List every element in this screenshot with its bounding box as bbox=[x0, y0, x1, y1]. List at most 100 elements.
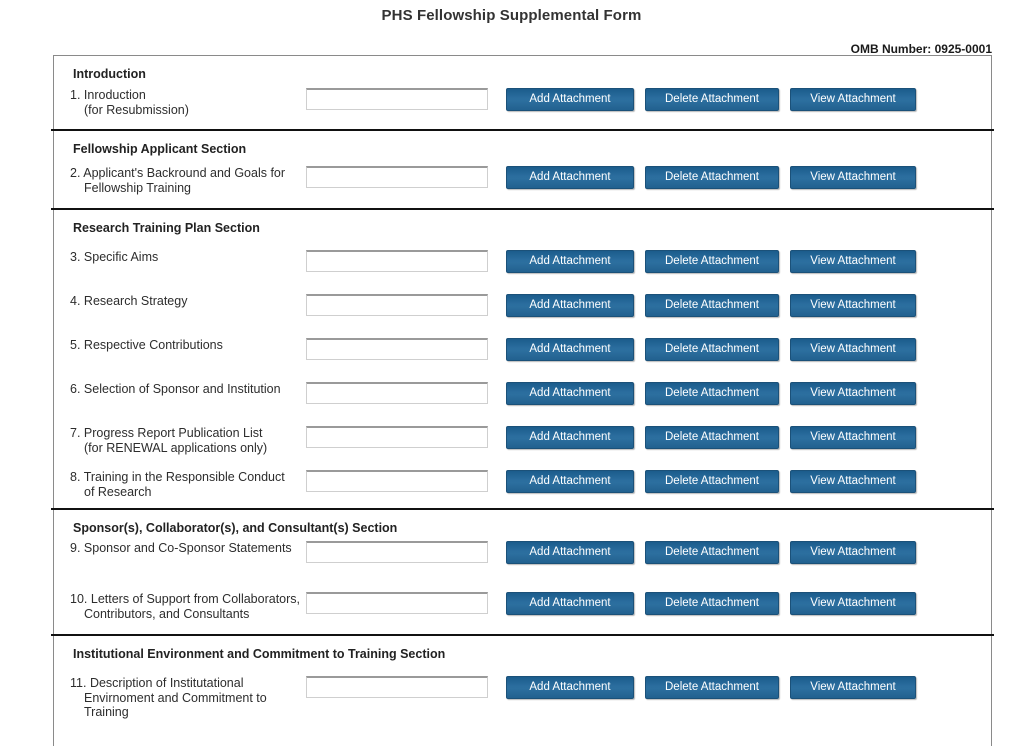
add-attachment-button[interactable]: Add Attachment bbox=[506, 426, 634, 449]
row-label: 6. Selection of Sponsor and Institution bbox=[54, 382, 306, 397]
attachment-filename-input[interactable] bbox=[306, 592, 488, 614]
add-attachment-button[interactable]: Add Attachment bbox=[506, 676, 634, 699]
delete-attachment-button[interactable]: Delete Attachment bbox=[645, 294, 779, 317]
row-label: 10. Letters of Support from Collaborator… bbox=[54, 592, 306, 621]
row-label-line1: Inroduction bbox=[83, 88, 146, 102]
row-label-line1: Respective Contributions bbox=[83, 338, 223, 352]
attachment-filename-input[interactable] bbox=[306, 676, 488, 698]
add-attachment-button[interactable]: Add Attachment bbox=[506, 294, 634, 317]
attachment-field-cell bbox=[306, 294, 506, 316]
form-section: Sponsor(s), Collaborator(s), and Consult… bbox=[51, 508, 994, 634]
view-attachment-button[interactable]: View Attachment bbox=[790, 338, 916, 361]
attachment-buttons: Add Attachment Delete Attachment View Atta… bbox=[506, 470, 991, 493]
attachment-filename-input[interactable] bbox=[306, 541, 488, 563]
attachment-row: 6. Selection of Sponsor and Institution A… bbox=[54, 382, 991, 412]
view-attachment-button[interactable]: View Attachment bbox=[790, 382, 916, 405]
row-number: 8. bbox=[70, 470, 81, 484]
row-label-line1: Description of Institutational bbox=[89, 676, 244, 690]
view-attachment-button[interactable]: View Attachment bbox=[790, 592, 916, 615]
row-number: 7. bbox=[70, 426, 81, 440]
row-label: 1. Inroduction(for Resubmission) bbox=[54, 88, 306, 117]
row-label-line2: (for RENEWAL applications only) bbox=[84, 440, 268, 455]
row-label-line2: Contributors, and Consultants bbox=[84, 606, 250, 621]
row-label-line2: Envirnoment and Commitment to bbox=[84, 690, 267, 705]
attachment-row: 3. Specific Aims Add Attachment Delete Att… bbox=[54, 250, 991, 280]
delete-attachment-button[interactable]: Delete Attachment bbox=[645, 470, 779, 493]
row-number: 2. bbox=[70, 166, 81, 180]
view-attachment-button[interactable]: View Attachment bbox=[790, 166, 916, 189]
row-label: 3. Specific Aims bbox=[54, 250, 306, 265]
attachment-filename-input[interactable] bbox=[306, 88, 488, 110]
attachment-field-cell bbox=[306, 250, 506, 272]
view-attachment-button[interactable]: View Attachment bbox=[790, 470, 916, 493]
add-attachment-button[interactable]: Add Attachment bbox=[506, 470, 634, 493]
add-attachment-button[interactable]: Add Attachment bbox=[506, 88, 634, 111]
add-attachment-button[interactable]: Add Attachment bbox=[506, 166, 634, 189]
attachment-buttons: Add Attachment Delete Attachment View Atta… bbox=[506, 592, 991, 615]
row-label-line2: Fellowship Training bbox=[84, 180, 191, 195]
omb-number: OMB Number: 0925-0001 bbox=[850, 42, 992, 56]
form-section: Research Training Plan Section 3. Specifi… bbox=[51, 208, 994, 508]
row-label: 5. Respective Contributions bbox=[54, 338, 306, 353]
delete-attachment-button[interactable]: Delete Attachment bbox=[645, 166, 779, 189]
view-attachment-button[interactable]: View Attachment bbox=[790, 88, 916, 111]
row-label-line1: Research Strategy bbox=[83, 294, 188, 308]
row-label-line1: Progress Report Publication List bbox=[83, 426, 263, 440]
delete-attachment-button[interactable]: Delete Attachment bbox=[645, 676, 779, 699]
delete-attachment-button[interactable]: Delete Attachment bbox=[645, 541, 779, 564]
row-number: 3. bbox=[70, 250, 81, 264]
attachment-field-cell bbox=[306, 88, 506, 110]
attachment-field-cell bbox=[306, 338, 506, 360]
add-attachment-button[interactable]: Add Attachment bbox=[506, 541, 634, 564]
add-attachment-button[interactable]: Add Attachment bbox=[506, 338, 634, 361]
attachment-field-cell bbox=[306, 166, 506, 188]
add-attachment-button[interactable]: Add Attachment bbox=[506, 382, 634, 405]
delete-attachment-button[interactable]: Delete Attachment bbox=[645, 426, 779, 449]
delete-attachment-button[interactable]: Delete Attachment bbox=[645, 338, 779, 361]
row-label-line3: Training bbox=[84, 705, 129, 719]
row-number: 5. bbox=[70, 338, 81, 352]
delete-attachment-button[interactable]: Delete Attachment bbox=[645, 88, 779, 111]
attachment-filename-input[interactable] bbox=[306, 426, 488, 448]
attachment-filename-input[interactable] bbox=[306, 250, 488, 272]
view-attachment-button[interactable]: View Attachment bbox=[790, 541, 916, 564]
add-attachment-button[interactable]: Add Attachment bbox=[506, 592, 634, 615]
row-label-line1: Selection of Sponsor and Institution bbox=[83, 382, 281, 396]
view-attachment-button[interactable]: View Attachment bbox=[790, 294, 916, 317]
attachment-field-cell bbox=[306, 382, 506, 404]
add-attachment-button[interactable]: Add Attachment bbox=[506, 250, 634, 273]
row-number: 4. bbox=[70, 294, 81, 308]
attachment-filename-input[interactable] bbox=[306, 294, 488, 316]
attachment-filename-input[interactable] bbox=[306, 470, 488, 492]
attachment-buttons: Add Attachment Delete Attachment View Atta… bbox=[506, 294, 991, 317]
delete-attachment-button[interactable]: Delete Attachment bbox=[645, 592, 779, 615]
attachment-filename-input[interactable] bbox=[306, 338, 488, 360]
attachment-filename-input[interactable] bbox=[306, 382, 488, 404]
attachment-buttons: Add Attachment Delete Attachment View Atta… bbox=[506, 426, 991, 449]
attachment-field-cell bbox=[306, 470, 506, 492]
attachment-filename-input[interactable] bbox=[306, 166, 488, 188]
attachment-field-cell bbox=[306, 541, 506, 563]
section-title: Research Training Plan Section bbox=[73, 221, 260, 235]
view-attachment-button[interactable]: View Attachment bbox=[790, 426, 916, 449]
row-label-line1: Letters of Support from Collaborators, bbox=[90, 592, 300, 606]
row-number: 10. bbox=[70, 592, 88, 606]
view-attachment-button[interactable]: View Attachment bbox=[790, 676, 916, 699]
form-section: Institutional Environment and Commitment… bbox=[51, 634, 994, 746]
delete-attachment-button[interactable]: Delete Attachment bbox=[645, 250, 779, 273]
attachment-row: 4. Research Strategy Add Attachment Delete… bbox=[54, 294, 991, 324]
row-number: 9. bbox=[70, 541, 81, 555]
view-attachment-button[interactable]: View Attachment bbox=[790, 250, 916, 273]
delete-attachment-button[interactable]: Delete Attachment bbox=[645, 382, 779, 405]
row-label-line2: (for Resubmission) bbox=[84, 102, 189, 117]
attachment-buttons: Add Attachment Delete Attachment View Atta… bbox=[506, 541, 991, 564]
attachment-row: 10. Letters of Support from Collaborator… bbox=[54, 592, 991, 622]
